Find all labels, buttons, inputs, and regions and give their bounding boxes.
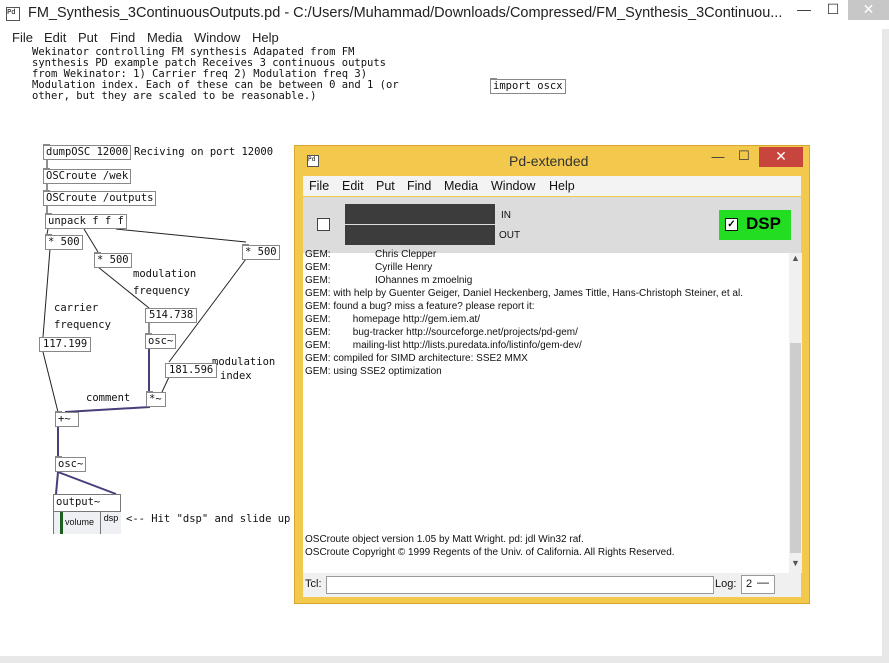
- hint-comment: <-- Hit "dsp" and slide up v: [126, 513, 303, 525]
- dsp-label: DSP: [746, 214, 781, 234]
- console-line: GEM: found a bug? miss a feature? please…: [305, 301, 535, 312]
- volume-label: volume: [65, 517, 94, 527]
- patch-description: Wekinator controlling FM synthesis Adapa…: [32, 47, 399, 102]
- tcl-input[interactable]: [326, 576, 714, 594]
- pd-menu-file[interactable]: File: [309, 179, 329, 193]
- console-line: GEM: bug-tracker http://sourceforge.net/…: [305, 327, 578, 338]
- modfreq-multiply-object[interactable]: * 500: [94, 253, 132, 268]
- console-line: GEM: homepage http://gem.iem.at/: [305, 314, 480, 325]
- output-abstraction: output~ volume dsp: [53, 494, 121, 534]
- in-label: IN: [501, 210, 511, 221]
- log-level-value: 2: [746, 578, 752, 590]
- pd-close-button[interactable]: ✕: [759, 147, 803, 167]
- carrier-label: carrier: [54, 302, 98, 314]
- unpack-object[interactable]: unpack f f f: [45, 214, 127, 229]
- scroll-down-icon[interactable]: ▼: [789, 558, 802, 572]
- modfreq-number[interactable]: 514.738: [145, 308, 197, 323]
- modulation-label: modulation: [133, 268, 196, 280]
- pd-menu-put[interactable]: Put: [376, 179, 395, 193]
- console-line: GEM: IOhannes m zmoelnig: [305, 275, 472, 286]
- signal-multiply-object[interactable]: *~: [146, 392, 166, 407]
- pd-menu-media[interactable]: Media: [444, 179, 478, 193]
- carrier-number[interactable]: 117.199: [39, 337, 91, 352]
- pd-window-title: Pd-extended: [509, 153, 588, 169]
- carrier-multiply-object[interactable]: * 500: [45, 235, 83, 250]
- modindex-multiply-object[interactable]: * 500: [242, 245, 280, 260]
- console-line: GEM: compiled for SIMD architecture: SSE…: [305, 353, 528, 364]
- pd-status-bar: Tcl: Log: 2 —: [303, 573, 801, 597]
- dumposc-object[interactable]: dumpOSC 12000: [43, 145, 131, 160]
- log-label: Log:: [715, 578, 736, 590]
- import-oscx-object[interactable]: import oscx: [490, 79, 566, 94]
- console-line: GEM: mailing-list http://lists.puredata.…: [305, 340, 582, 351]
- console-line: GEM: Chris Clepper: [305, 249, 436, 260]
- output-level-meter: [345, 225, 495, 245]
- scrollbar-thumb[interactable]: [790, 343, 801, 553]
- mod-index-label: modulation: [212, 356, 275, 368]
- output-label: output~: [56, 496, 100, 508]
- console-line: OSCroute object version 1.05 by Matt Wri…: [305, 534, 584, 545]
- out-label: OUT: [499, 230, 520, 241]
- volume-slider[interactable]: volume: [54, 511, 100, 534]
- receiving-comment: Reciving on port 12000: [134, 146, 273, 158]
- dropdown-arrow-icon: —: [757, 575, 769, 589]
- log-level-select[interactable]: 2 —: [741, 575, 775, 594]
- console-line: GEM: Cyrille Henry: [305, 262, 432, 273]
- pd-app-icon: Pd: [307, 155, 319, 167]
- console-line: GEM: using SSE2 optimization: [305, 366, 442, 377]
- pd-menu-edit[interactable]: Edit: [342, 179, 364, 193]
- dsp-toggle-button[interactable]: dsp: [100, 511, 121, 534]
- pd-extended-window: Pd Pd-extended — ☐ ✕ File Edit Put Find …: [294, 145, 810, 604]
- oscroute-outputs-object[interactable]: OSCroute /outputs: [43, 191, 156, 206]
- index-label: index: [220, 370, 252, 382]
- signal-add-object[interactable]: +~: [55, 412, 79, 427]
- console-scrollbar[interactable]: ▲ ▼: [789, 253, 802, 573]
- pd-menu-bar: File Edit Put Find Media Window Help: [303, 176, 801, 196]
- carrier-osc-object[interactable]: osc~: [55, 457, 86, 472]
- pd-menu-window[interactable]: Window: [491, 179, 535, 193]
- modindex-number[interactable]: 181.596: [165, 363, 217, 378]
- modulator-osc-object[interactable]: osc~: [145, 334, 176, 349]
- pd-console[interactable]: GEM: Chris Clepper GEM: Cyrille Henry GE…: [303, 253, 801, 573]
- audio-io-checkbox[interactable]: [317, 218, 330, 231]
- description-line: other, but they are scaled to be reasona…: [32, 91, 399, 102]
- scroll-up-icon[interactable]: ▲: [789, 253, 802, 267]
- pd-toolbar: IN OUT ✓ DSP: [303, 197, 801, 253]
- pd-menu-find[interactable]: Find: [407, 179, 431, 193]
- pd-minimize-button[interactable]: —: [707, 149, 729, 167]
- console-line: GEM: with help by Guenter Geiger, Daniel…: [305, 288, 743, 299]
- console-line: OSCroute Copyright © 1999 Regents of the…: [305, 547, 675, 558]
- input-level-meter: [345, 204, 495, 224]
- oscroute-wek-object[interactable]: OSCroute /wek: [43, 169, 131, 184]
- comment-label: comment: [86, 392, 130, 404]
- carrier-frequency-label: frequency: [54, 319, 111, 331]
- volume-slider-handle[interactable]: [60, 512, 63, 534]
- frequency-label: frequency: [133, 285, 190, 297]
- pd-maximize-button[interactable]: ☐: [733, 148, 755, 166]
- pd-menu-help[interactable]: Help: [549, 179, 575, 193]
- tcl-label: Tcl:: [305, 578, 322, 590]
- dsp-toggle[interactable]: ✓ DSP: [719, 210, 791, 240]
- dsp-checkbox[interactable]: ✓: [725, 218, 738, 231]
